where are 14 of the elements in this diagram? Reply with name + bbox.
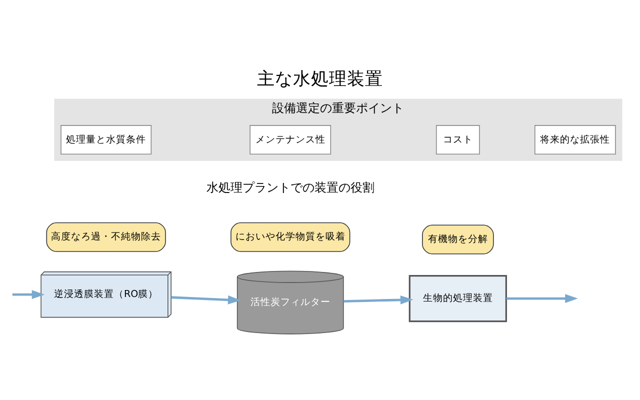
node-box: コスト — [436, 124, 480, 154]
node-box: 生物的処理装置 — [408, 274, 507, 322]
arrow — [343, 294, 414, 304]
label: 水処理プラントでの装置の役割 — [206, 180, 374, 194]
diagram-title: 主な水処理装置 — [257, 68, 383, 89]
arrow — [171, 294, 241, 304]
node-box: 高度なろ過・不純物除去 — [46, 222, 166, 252]
node-box: 処理量と水質条件 — [60, 124, 152, 154]
arrow — [12, 290, 45, 299]
arrow — [506, 294, 578, 303]
node-box: 有機物を分解 — [422, 224, 494, 254]
node-box: 将来的な拡張性 — [534, 124, 616, 154]
node-box: メンテナンス性 — [250, 124, 332, 154]
node-box: においや化学物質を吸着 — [230, 222, 350, 252]
